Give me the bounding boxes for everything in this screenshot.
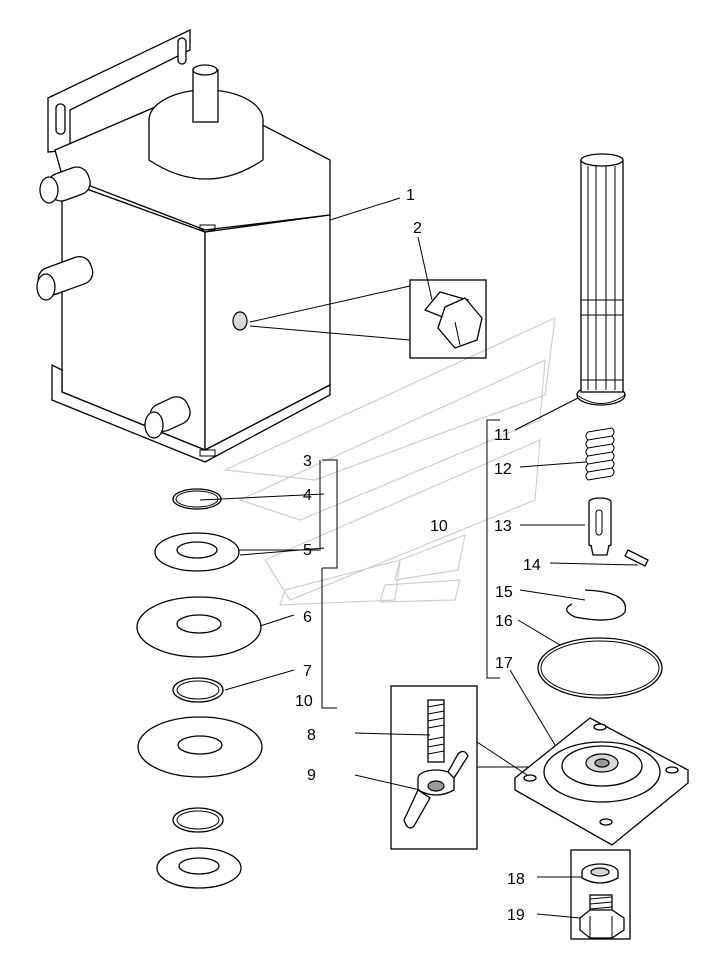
pin	[624, 549, 649, 567]
callout-3: 3	[303, 453, 312, 470]
callout-7: 7	[303, 663, 312, 680]
filter-element	[576, 153, 626, 406]
drain-plug-detail	[249, 279, 487, 359]
callout-1: 1	[406, 187, 415, 204]
washer-lower	[137, 716, 263, 778]
callout-15: 15	[495, 584, 513, 601]
tank-housing	[36, 28, 331, 463]
callout-18: 18	[507, 871, 525, 888]
callout-10-right: 10	[430, 518, 448, 535]
callout-16: 16	[495, 613, 513, 630]
ring-lower	[172, 807, 224, 833]
washer-bolt-detail	[570, 849, 631, 940]
spring	[585, 427, 615, 481]
callout-19: 19	[507, 907, 525, 924]
snap-ring	[566, 589, 627, 621]
bracket-3-10	[238, 459, 338, 709]
callout-13: 13	[494, 518, 512, 535]
washer-6	[136, 596, 262, 658]
washer-bottom	[156, 847, 242, 889]
cover-flange	[513, 717, 690, 846]
callout-17: 17	[495, 655, 513, 672]
valve-piston	[588, 497, 612, 556]
callout-11: 11	[494, 427, 511, 444]
callout-9: 9	[307, 767, 316, 784]
callout-2: 2	[413, 220, 422, 237]
o-ring	[537, 637, 663, 699]
callout-10-left: 10	[295, 693, 313, 710]
stud-wingnut-detail	[390, 685, 528, 850]
bracket-10-13	[486, 419, 500, 679]
callout-6: 6	[303, 609, 312, 626]
watermark-logo	[222, 317, 556, 606]
callout-5: 5	[303, 542, 312, 559]
callout-12: 12	[494, 461, 512, 478]
callout-14: 14	[523, 557, 541, 574]
callout-labels: 1 2 3 4 5 6 7 10 8 9 11 12 10 13 14 15 1…	[295, 187, 541, 924]
washer-5	[154, 532, 240, 572]
leader-lines	[199, 197, 639, 919]
callout-8: 8	[307, 727, 316, 744]
callout-4: 4	[303, 487, 312, 504]
ring-7	[172, 677, 224, 703]
